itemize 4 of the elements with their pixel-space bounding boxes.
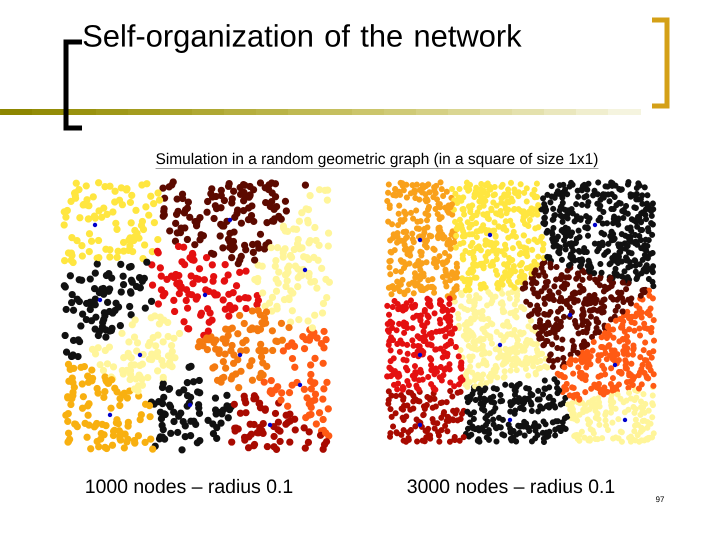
title: Self-organization of the network: [84, 24, 522, 53]
plot-caption: 1000 nodes – radius 0.1: [86, 478, 292, 494]
plot-caption: 3000 nodes – radius 0.1: [408, 478, 614, 494]
subtitle: Simulation in a random geometric graph (in a square of size 1x1): [155, 152, 599, 169]
